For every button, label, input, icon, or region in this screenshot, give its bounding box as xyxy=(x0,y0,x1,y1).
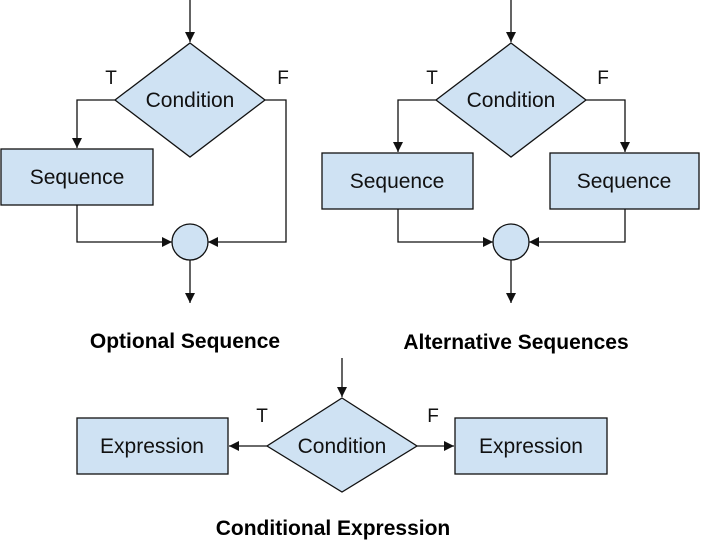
true-label: T xyxy=(105,68,117,89)
sequence-to-merge-arrow xyxy=(76,205,172,247)
conditional-expression-diagram: Condition T F Expression Expression Cond… xyxy=(76,358,608,540)
true-label: T xyxy=(256,406,268,427)
expression-true-box xyxy=(76,417,229,475)
expression-false-box xyxy=(454,417,608,475)
sequence-label: Sequence xyxy=(30,166,125,189)
alternative-sequences-diagram: Condition T F Sequence Sequence Alternat… xyxy=(321,0,700,354)
sequence-false-to-merge-arrow xyxy=(529,209,626,247)
condition-diamond xyxy=(434,42,588,158)
false-branch-arrow xyxy=(208,99,287,247)
optional-sequence-diagram: Condition T F Sequence Optional Sequence xyxy=(0,0,289,353)
sequence-true-label: Sequence xyxy=(350,170,445,193)
false-label: F xyxy=(277,68,289,89)
condition-label: Condition xyxy=(146,89,235,112)
expression-false-label: Expression xyxy=(479,435,583,458)
merge-connector xyxy=(492,223,530,261)
conditional-expression-caption: Conditional Expression xyxy=(216,517,451,540)
expression-true-label: Expression xyxy=(100,435,204,458)
false-label: F xyxy=(597,68,609,89)
condition-label: Condition xyxy=(467,89,556,112)
sequence-box xyxy=(0,148,154,206)
sequence-true-to-merge-arrow xyxy=(397,209,493,247)
alternative-sequences-caption: Alternative Sequences xyxy=(403,331,628,354)
true-branch-arrow xyxy=(393,99,436,152)
condition-diamond xyxy=(113,42,267,158)
false-branch-arrow xyxy=(586,99,630,152)
false-label: F xyxy=(427,406,439,427)
condition-diamond xyxy=(265,397,419,493)
condition-label: Condition xyxy=(298,435,387,458)
sequence-true-box xyxy=(321,152,474,210)
true-branch-arrow xyxy=(72,99,115,148)
optional-sequence-caption: Optional Sequence xyxy=(90,330,280,353)
merge-connector xyxy=(171,223,209,261)
true-label: T xyxy=(426,68,438,89)
sequence-false-label: Sequence xyxy=(577,170,672,193)
sequence-false-box xyxy=(549,152,700,210)
